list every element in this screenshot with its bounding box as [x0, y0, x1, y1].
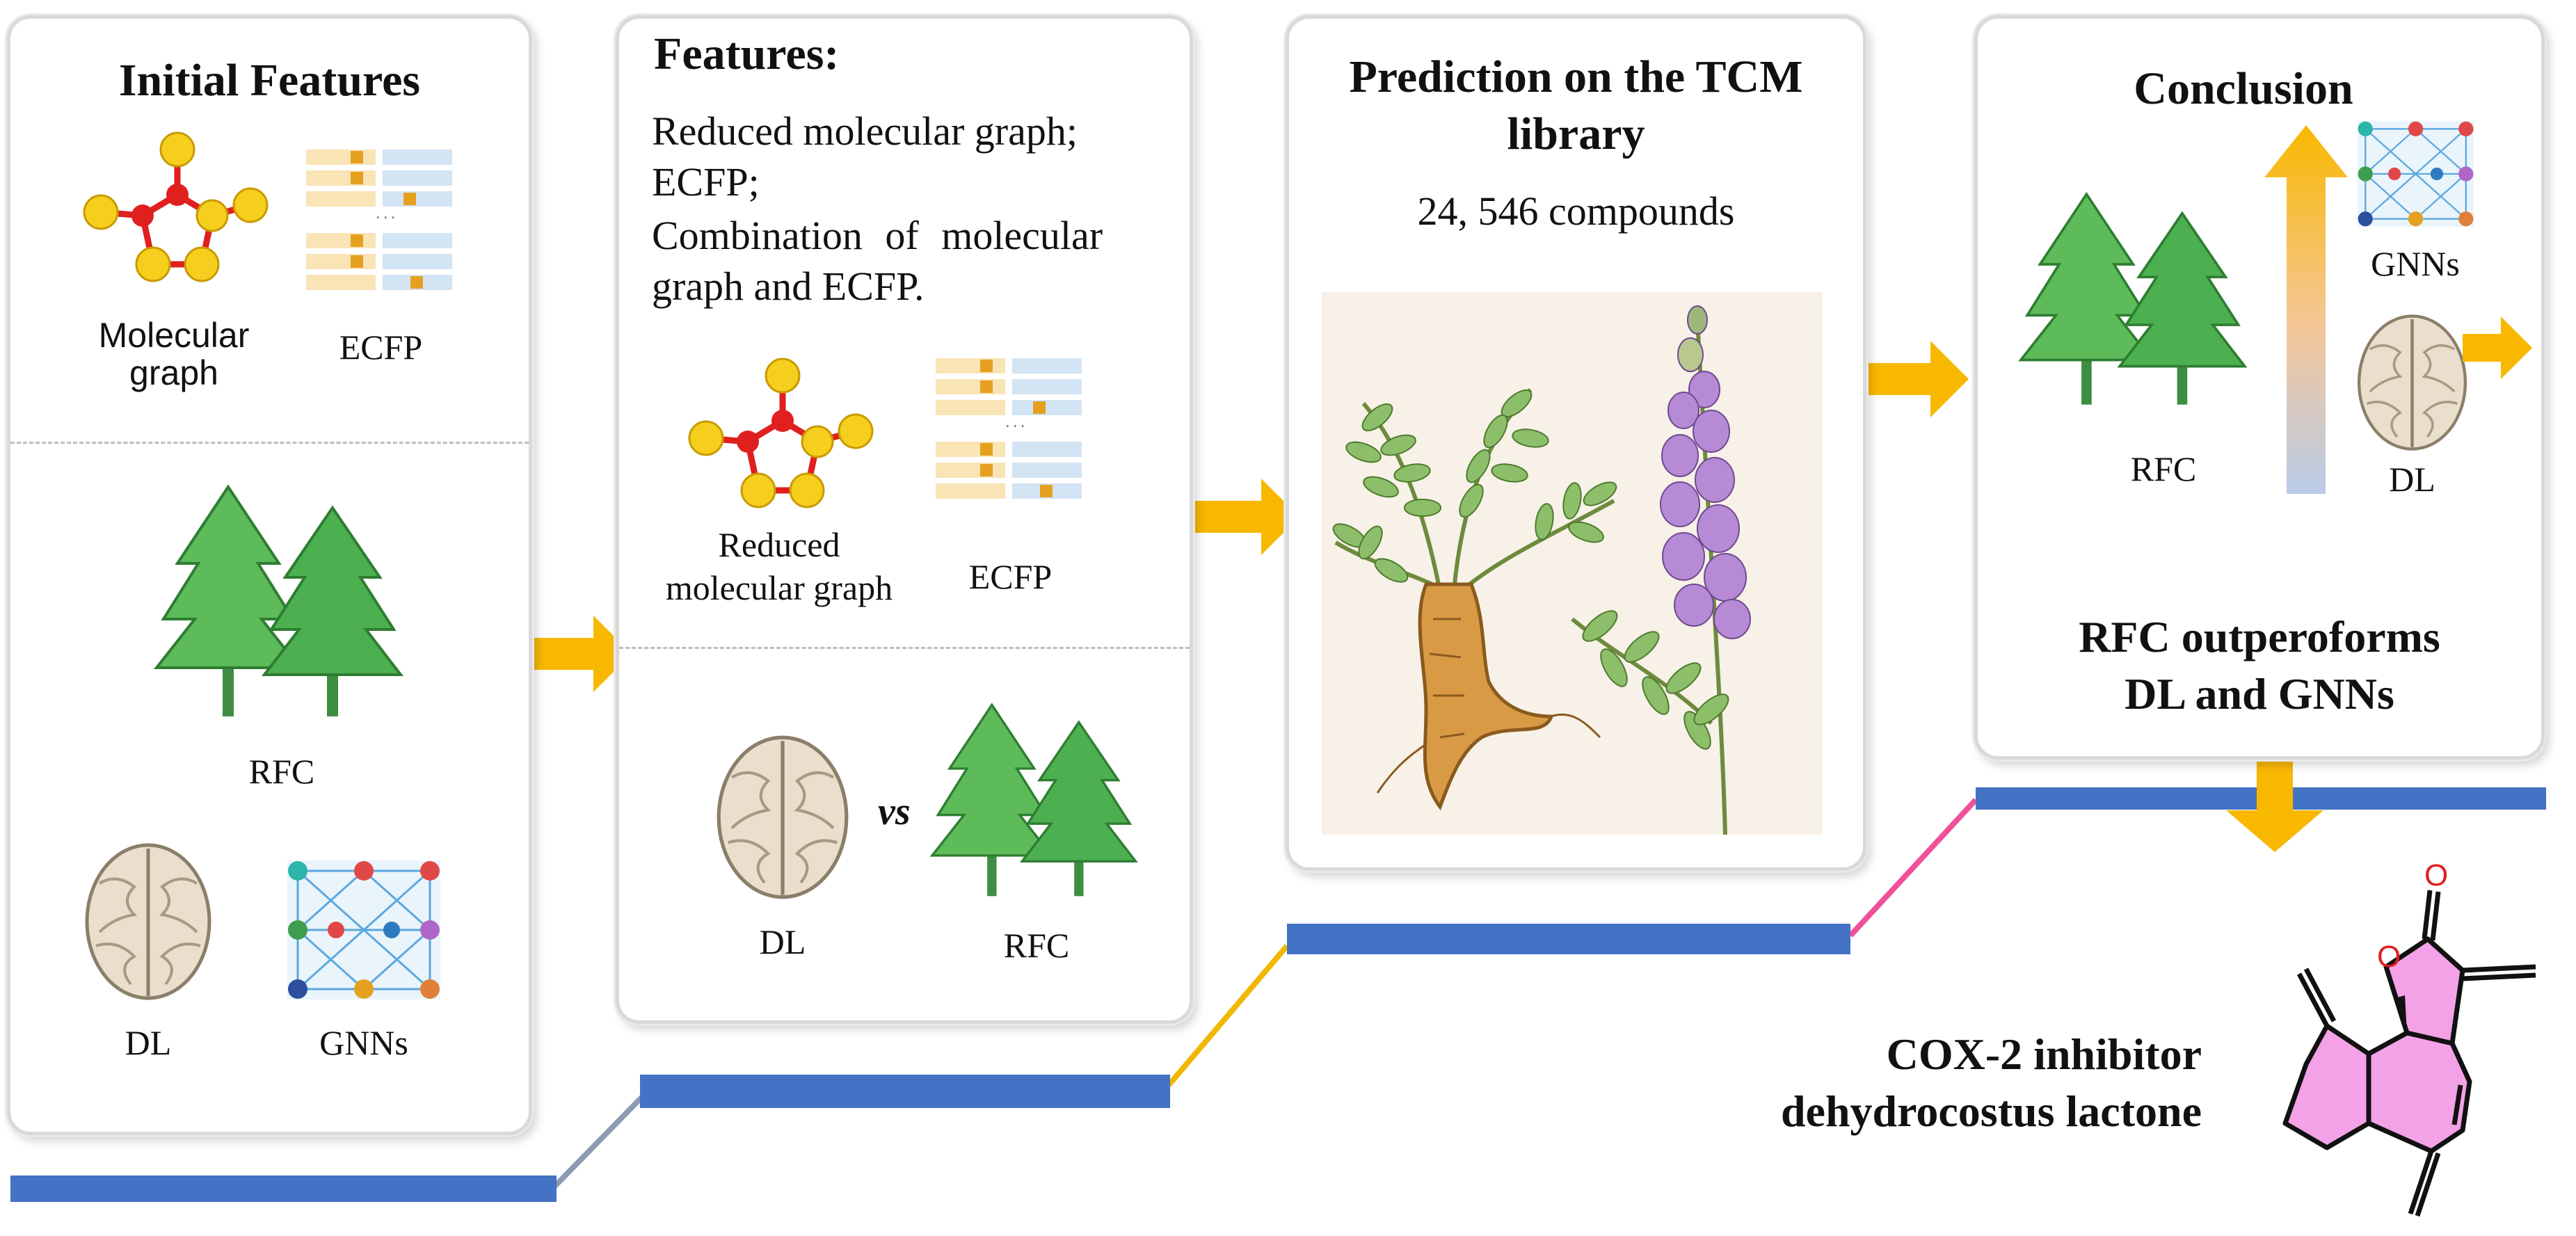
link-line-pink: [1848, 798, 1978, 938]
vertical-gradient-arrow-icon: [2264, 125, 2348, 494]
feature-line-4: graph and ECFP.: [652, 264, 925, 309]
right-arrow-icon: [1864, 341, 1969, 417]
panel1-title: Initial Features: [118, 55, 421, 106]
svg-text:···: ···: [374, 211, 397, 225]
oxygen-atom-carbonyl: O: [2424, 858, 2448, 892]
gnn-label: GNNs: [319, 1023, 408, 1062]
feature-line-1: Reduced molecular graph;: [652, 109, 1078, 154]
right-arrow-icon: [2463, 316, 2532, 379]
rfc-label: RFC: [2130, 449, 2197, 488]
compound-name: COX-2 inhibitor dehydrocostus lactone: [1780, 1029, 2202, 1136]
step-bar-2: [640, 1075, 1170, 1108]
brain-icon: [717, 735, 849, 899]
step-bar-1: [10, 1175, 557, 1202]
ecfp-label: ECFP: [968, 557, 1053, 596]
forest-icon: [2018, 191, 2248, 405]
right-arrow-icon: [1195, 479, 1299, 555]
right-arrow-icon: [527, 616, 632, 692]
molecular-graph-label: Molecular graph: [98, 316, 250, 392]
panel3-title: Prediction on the TCM library: [1349, 51, 1803, 159]
dl-label: DL: [125, 1023, 172, 1062]
svg-text:···: ···: [1004, 419, 1027, 434]
gnn-label: GNNs: [2371, 244, 2460, 283]
brain-icon: [85, 843, 211, 1000]
gnn-network-icon: [2357, 120, 2474, 227]
gnn-network-icon: [287, 860, 440, 1000]
brain-icon: [2357, 314, 2467, 451]
conclusion-result: RFC outperoforms DL and GNNs: [2079, 612, 2440, 719]
reduced-graph-label: Reduced molecular graph: [665, 525, 893, 607]
link-line-yellow: [1166, 944, 1290, 1087]
molecular-graph-icon: [688, 358, 874, 508]
down-arrow-icon: [2226, 755, 2323, 852]
rfc-label: RFC: [248, 752, 315, 791]
ecfp-bits-icon: ···: [936, 358, 1082, 499]
feature-line-3: Combination of molecular: [652, 213, 1103, 258]
dl-label: DL: [759, 922, 806, 961]
ecfp-label: ECFP: [339, 328, 423, 367]
vs-label: vs: [878, 790, 911, 833]
molecular-graph-icon: [83, 131, 269, 282]
forest-icon: [153, 484, 404, 716]
panel4-title: Conclusion: [2134, 63, 2353, 114]
oxygen-atom-ring: O: [2377, 940, 2401, 974]
dl-label: DL: [2389, 460, 2435, 499]
ecfp-bits-icon: ···: [306, 150, 452, 290]
panel2-divider: [619, 647, 1190, 649]
feature-line-2: ECFP;: [652, 159, 760, 204]
panel1-divider: [10, 442, 529, 444]
step-bar-3: [1287, 924, 1850, 954]
forest-icon: [929, 703, 1138, 897]
compound-count: 24, 546 compounds: [1417, 188, 1735, 234]
link-line-gray: [551, 1093, 646, 1190]
herbal-plant-illustration: [1322, 292, 1823, 835]
panel2-title: Features:: [654, 29, 840, 79]
rfc-label: RFC: [1003, 926, 1070, 965]
lactone-structure-icon: O O: [2282, 858, 2536, 1217]
